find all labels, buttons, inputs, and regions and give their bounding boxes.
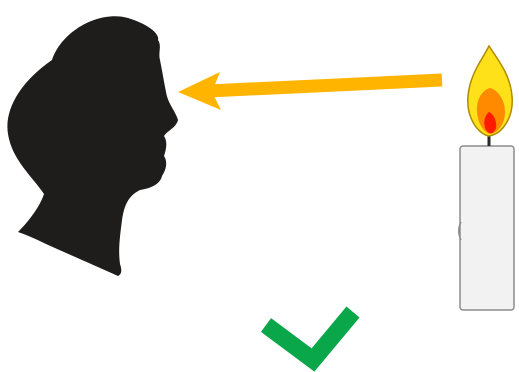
candle-body bbox=[460, 146, 514, 310]
head-silhouette-icon bbox=[7, 16, 178, 276]
head-silhouette-shape bbox=[7, 16, 178, 276]
arrow-shaft bbox=[208, 80, 442, 91]
arrow-left-icon bbox=[178, 72, 442, 110]
checkmark-stroke bbox=[266, 312, 353, 360]
lit-candle-icon bbox=[459, 46, 514, 310]
checkmark-icon bbox=[266, 312, 353, 360]
